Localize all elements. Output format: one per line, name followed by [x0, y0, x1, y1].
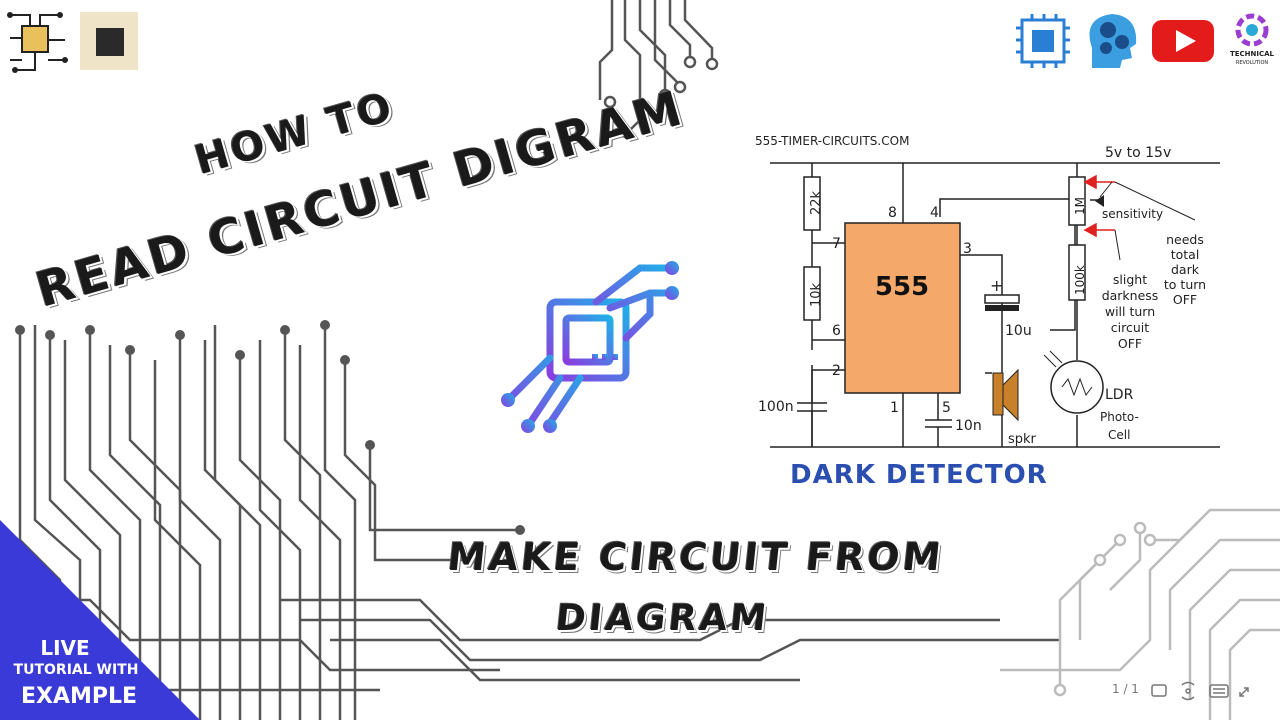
svg-text:circuit: circuit [1111, 320, 1149, 335]
header-icons: TECHNICAL REVOLUTION [1016, 13, 1275, 68]
svg-text:sensitivity: sensitivity [1102, 207, 1163, 221]
svg-text:555-TIMER-CIRCUITS.COM: 555-TIMER-CIRCUITS.COM [755, 134, 909, 148]
svg-text:5v to 15v: 5v to 15v [1105, 145, 1171, 161]
svg-text:555: 555 [875, 272, 929, 302]
youtube-icon [1152, 20, 1214, 62]
svg-text:to turn: to turn [1164, 277, 1206, 292]
cap-10u-top [984, 294, 1020, 304]
svg-text:100k: 100k [1073, 265, 1087, 295]
svg-text:will turn: will turn [1105, 304, 1155, 319]
svg-text:4: 4 [930, 205, 939, 221]
resistor-10k [803, 266, 821, 321]
svg-text:darkness: darkness [1102, 288, 1159, 303]
svg-text:Cell: Cell [1108, 428, 1130, 442]
banner-line-2: TUTORIAL WITH [13, 662, 139, 678]
page-counter: 1 / 1 [1112, 682, 1139, 696]
banner-line-1: LIVE [40, 636, 90, 660]
svg-text:5: 5 [942, 400, 951, 416]
fullscreen-icon [1239, 687, 1249, 697]
svg-text:LDR: LDR [1105, 387, 1134, 403]
svg-text:OFF: OFF [1118, 336, 1142, 351]
svg-text:2: 2 [832, 363, 841, 379]
player-controls [1151, 681, 1249, 701]
resistor-22k [803, 176, 821, 231]
banner-line-3: EXAMPLE [20, 684, 138, 709]
svg-text:100n: 100n [758, 399, 794, 415]
svg-text:OFF: OFF [1173, 292, 1197, 307]
svg-text:1: 1 [890, 400, 899, 416]
processor-icon [1016, 14, 1070, 68]
gear-head-icon [1089, 14, 1137, 68]
svg-text:needs: needs [1166, 232, 1204, 247]
svg-text:+: + [990, 276, 1003, 295]
svg-text:DARK DETECTOR: DARK DETECTOR [790, 460, 1048, 490]
tech-revolution-logo: TECHNICAL REVOLUTION [1230, 13, 1275, 66]
svg-text:TECHNICAL: TECHNICAL [1230, 50, 1275, 58]
svg-text:REVOLUTION: REVOLUTION [1236, 60, 1269, 66]
svg-text:10n: 10n [955, 418, 982, 434]
svg-text:1M: 1M [1073, 197, 1087, 215]
svg-text:total: total [1171, 247, 1200, 262]
svg-text:6: 6 [832, 323, 841, 339]
resistor-100k [1068, 244, 1086, 301]
svg-text:3: 3 [963, 241, 972, 257]
cast-icon [1181, 681, 1195, 701]
dark-detector-schematic: 555-TIMER-CIRCUITS.COM 5v to 15v 22k 10k… [755, 134, 1220, 490]
svg-text:8: 8 [888, 205, 897, 221]
svg-text:spkr: spkr [1008, 432, 1037, 447]
svg-text:10u: 10u [1005, 323, 1032, 339]
svg-text:10k: 10k [809, 282, 824, 307]
keyboard-icon [1209, 684, 1229, 698]
svg-text:22k: 22k [809, 190, 824, 215]
svg-text:dark: dark [1171, 262, 1200, 277]
circuit-chip-icon [501, 261, 679, 433]
chip-555 [844, 222, 961, 394]
svg-text:Photo-: Photo- [1100, 410, 1139, 424]
svg-text:7: 7 [832, 236, 841, 252]
pip-icon [1151, 684, 1167, 697]
pot-1m [1068, 176, 1086, 226]
cpu-board-icon [7, 12, 138, 73]
svg-text:slight: slight [1113, 272, 1147, 287]
